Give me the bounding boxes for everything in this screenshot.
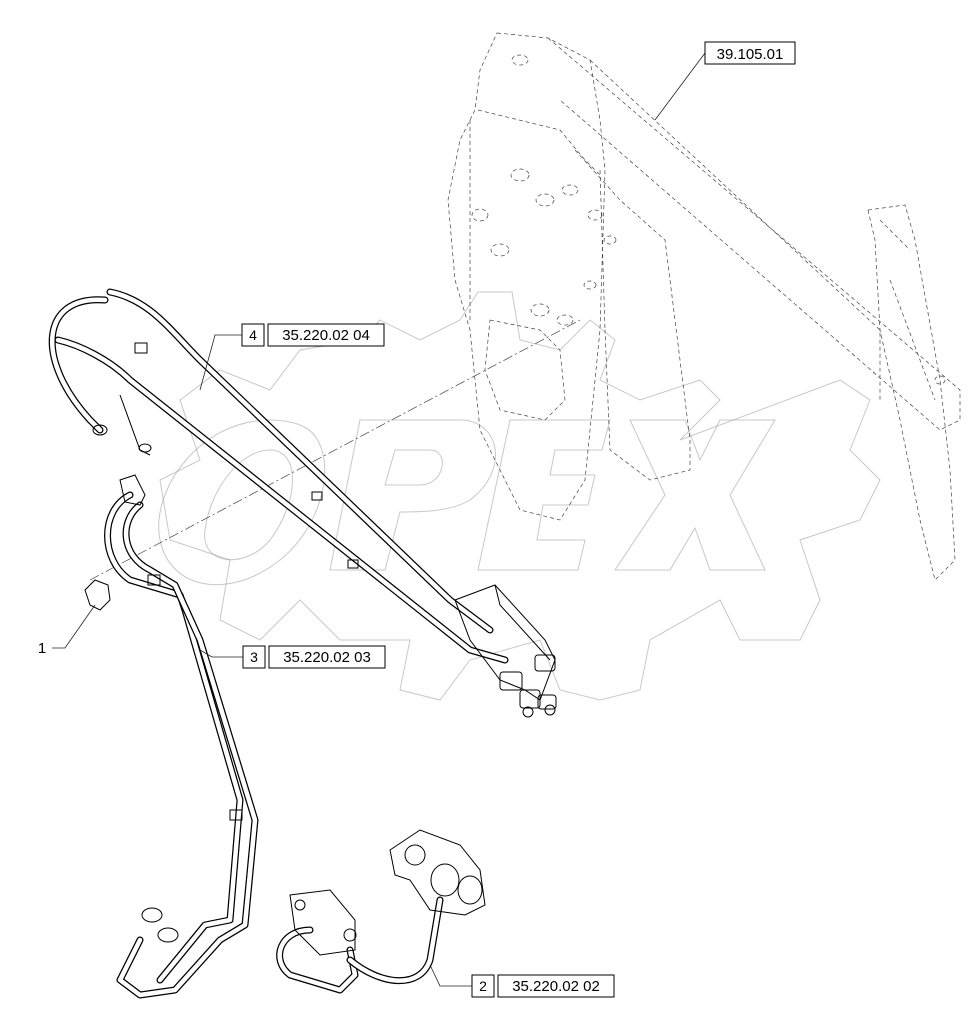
frame-ref-box <box>704 41 796 65</box>
item2-number: 2 <box>479 978 487 994</box>
item4-ref-label: 35.220.02 04 <box>282 327 370 344</box>
gear-pump <box>389 829 486 916</box>
frame-lower-plate <box>574 149 691 481</box>
frame-rear-bracket <box>867 204 956 581</box>
hose-assembly-3 <box>104 491 259 999</box>
item2-number-box <box>471 974 495 998</box>
leader-item-3 <box>199 649 243 658</box>
item4-number-box <box>241 323 265 347</box>
callouts: 39.105.01 4 35.220.02 04 3 35.220.02 03 … <box>38 41 796 998</box>
frame-side-plate <box>447 32 606 521</box>
center-line <box>89 319 581 581</box>
watermark-gear <box>159 291 881 701</box>
elbow-fitting-item-1 <box>84 579 111 611</box>
hose-assembly-4 <box>48 288 509 664</box>
frame-ref-label: 39.105.01 <box>717 46 784 63</box>
watermark <box>158 291 881 701</box>
leader-item-2 <box>429 964 472 987</box>
fittings <box>84 424 152 611</box>
item3-ref-label: 35.220.02 03 <box>283 649 371 666</box>
leader-item-1 <box>52 604 96 649</box>
item4-ref-box <box>267 323 385 347</box>
leader-item-4 <box>199 334 242 391</box>
item4-number: 4 <box>249 327 257 343</box>
watermark-letter-x <box>614 419 776 571</box>
leader-frame <box>654 52 706 121</box>
item3-number-box <box>242 645 266 669</box>
item2-ref-label: 35.220.02 02 <box>512 978 600 995</box>
frame-assembly <box>447 32 961 581</box>
frame-holes <box>471 54 946 385</box>
watermark-letter-e <box>477 419 611 571</box>
elbow-fitting-upper <box>119 474 146 506</box>
manifold-block <box>289 889 356 956</box>
frame-side-plate-inner <box>469 109 606 331</box>
watermark-letter-o <box>158 419 326 586</box>
valve-block <box>454 584 557 718</box>
frame-cutout <box>484 319 566 421</box>
item2-ref-box <box>497 974 615 998</box>
watermark-letter-p <box>329 419 496 571</box>
item3-number: 3 <box>250 649 258 665</box>
item3-ref-box <box>268 645 386 669</box>
hose-assembly-2 <box>276 829 486 994</box>
item1-label: 1 <box>38 640 46 657</box>
frame-main-beam <box>547 37 961 431</box>
